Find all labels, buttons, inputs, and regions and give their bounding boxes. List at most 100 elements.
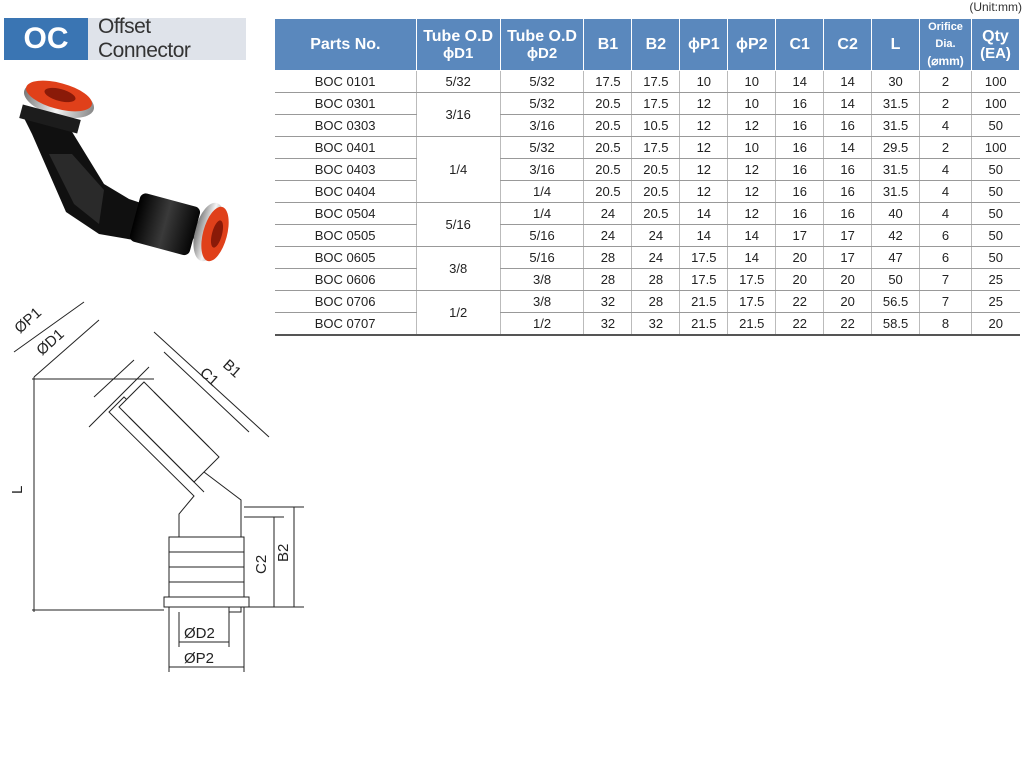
table-cell: 16 [775,92,824,115]
table-cell: 47 [871,246,920,269]
table-cell: 12 [727,180,776,203]
header-c2: C2 [823,18,873,71]
table-cell: 20.5 [583,114,632,137]
table-cell: 3/16 [415,92,501,137]
table-cell: 5/16 [415,202,501,247]
table-cell: 6 [919,246,972,269]
header-label: Qty [982,27,1009,45]
table-cell: 100 [970,92,1020,115]
table-cell: 17.5 [631,92,680,115]
table-cell: 17.5 [631,136,680,159]
table-cell: 22 [823,312,872,336]
table-cell: 50 [970,202,1020,225]
table-cell: 29.5 [871,136,920,159]
table-cell: 3/8 [499,268,584,291]
header-parts-no: Parts No. [274,18,417,71]
table-cell: 28 [583,268,632,291]
table-cell: 16 [775,180,824,203]
table-cell: BOC 0303 [274,114,417,137]
table-cell: 16 [823,158,872,181]
header-sublabel: ϕD1 [442,44,474,62]
table-cell: 20 [775,246,824,269]
table-cell: 5/32 [415,70,501,93]
table-cell: 24 [631,246,680,269]
table-cell: 20.5 [631,202,680,225]
table-cell: 16 [823,180,872,203]
table-cell: 4 [919,202,972,225]
table-cell: 3/8 [499,290,584,313]
table-cell: 50 [871,268,920,291]
header-label: C1 [789,36,810,53]
table-cell: 50 [970,246,1020,269]
header-label: Tube O.D [423,27,494,45]
table-cell: BOC 0401 [274,136,417,159]
table-cell: 14 [823,136,872,159]
table-cell: 16 [823,202,872,225]
table-cell: 16 [775,114,824,137]
table-cell: BOC 0606 [274,268,417,291]
table-cell: 50 [970,158,1020,181]
table-cell: 17.5 [583,70,632,93]
header-sublabel: (⌀mm) [927,54,964,68]
table-cell: 14 [679,224,728,247]
table-cell: 10 [727,92,776,115]
dim-label-d1: ØD1 [33,326,67,359]
table-cell: 7 [919,290,972,313]
table-cell: 31.5 [871,158,920,181]
table-cell: 14 [727,224,776,247]
table-cell: 28 [631,290,680,313]
header-label: ϕP1 [688,36,720,53]
table-cell: 17 [823,246,872,269]
series-code-badge: OC [4,18,88,60]
table-cell: 12 [727,158,776,181]
table-cell: 2 [919,92,972,115]
header-label: Parts No. [310,36,381,53]
table-cell: 10.5 [631,114,680,137]
table-cell: 30 [871,70,920,93]
table-cell: 20.5 [583,158,632,181]
table-cell: 5/32 [499,70,584,93]
table-cell: 50 [970,224,1020,247]
table-cell: 24 [583,224,632,247]
table-cell: 17.5 [631,70,680,93]
table-cell: 20 [970,312,1020,336]
table-cell: 14 [823,70,872,93]
table-cell: 20.5 [583,136,632,159]
product-photo [19,80,229,262]
product-header: OC Offset Connector [4,15,246,62]
table-cell: 20.5 [583,92,632,115]
table-cell: 17.5 [727,268,776,291]
table-cell: 16 [775,158,824,181]
table-cell: 14 [727,246,776,269]
table-cell: 3/16 [499,158,584,181]
table-cell: 10 [679,70,728,93]
table-cell: 2 [919,136,972,159]
table-cell: 5/32 [499,92,584,115]
dim-label-p2: ØP2 [184,650,214,667]
table-cell: 1/2 [499,312,584,336]
table-cell: 21.5 [679,312,728,336]
dim-label-p1: ØP1 [11,304,45,337]
table-cell: 100 [970,136,1020,159]
table-cell: BOC 0505 [274,224,417,247]
table-cell: 17.5 [679,246,728,269]
table-cell: 12 [679,92,728,115]
table-cell: BOC 0706 [274,290,417,313]
table-cell: 20 [823,268,872,291]
header-label: Orifice Dia. [928,21,963,50]
table-cell: 10 [727,70,776,93]
table-cell: BOC 0403 [274,158,417,181]
table-cell: 17 [775,224,824,247]
table-cell: BOC 0707 [274,312,417,336]
table-cell: 31.5 [871,180,920,203]
